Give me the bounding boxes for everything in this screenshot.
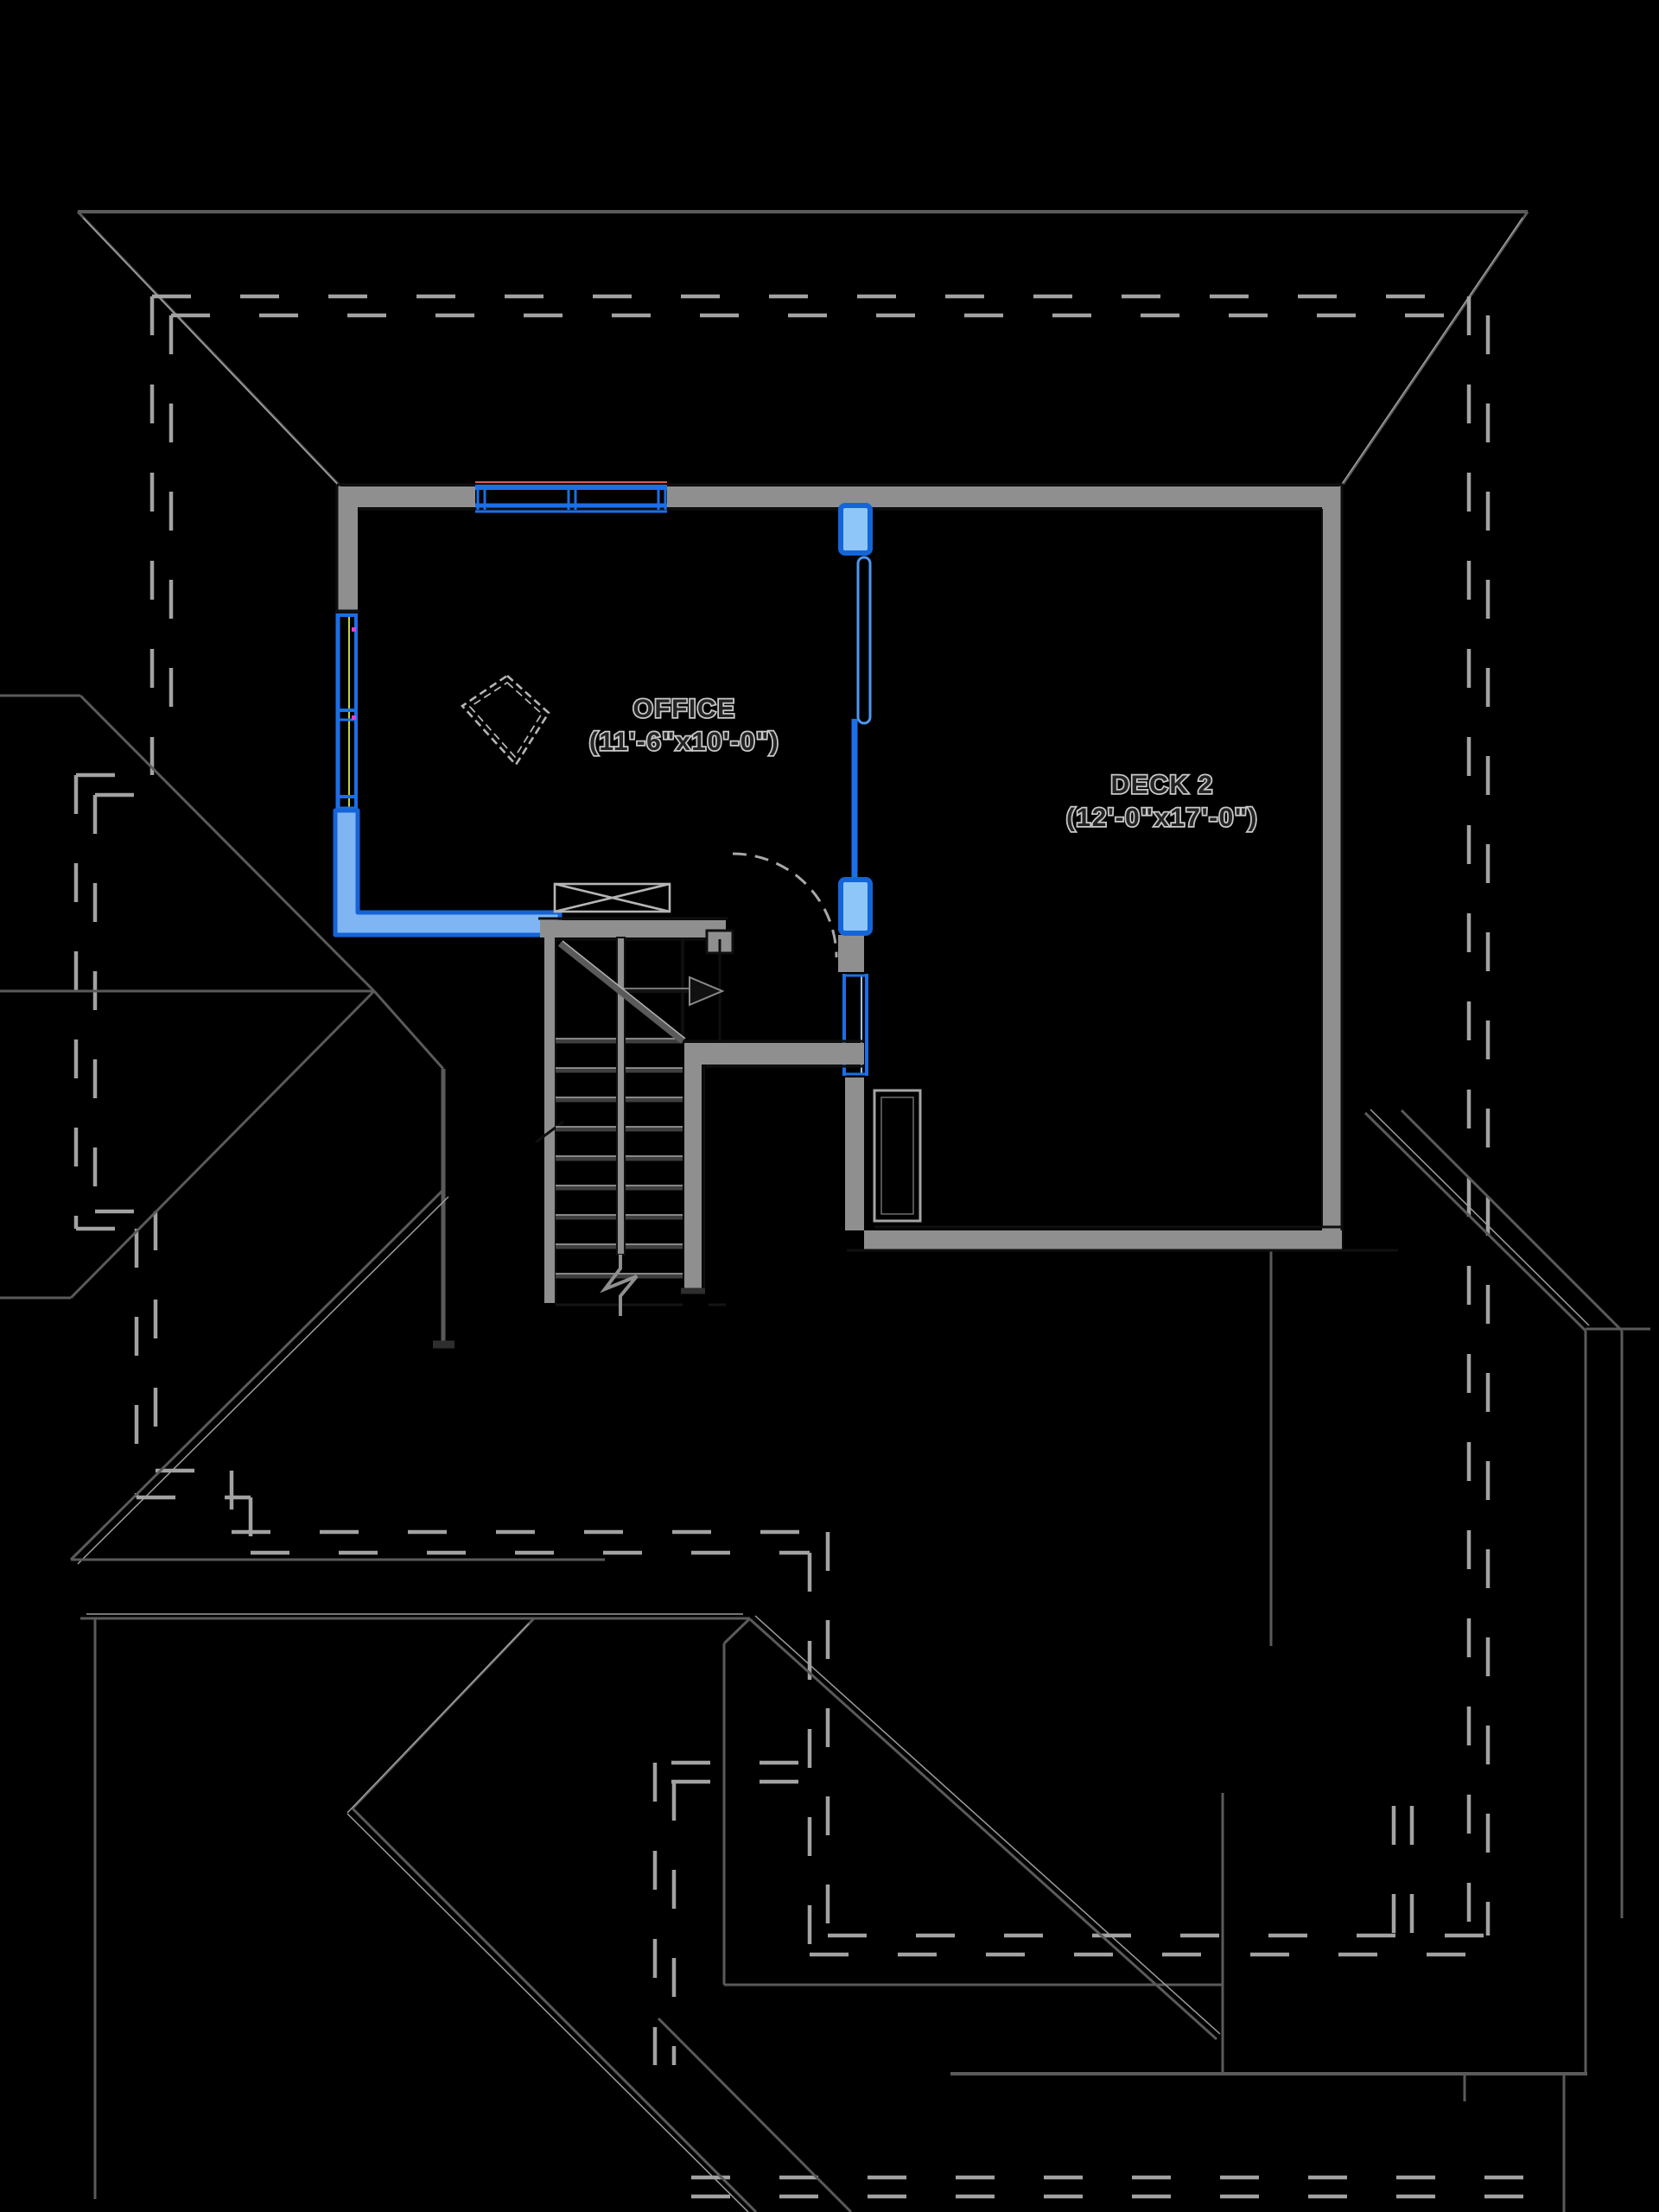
selected-window-left[interactable] xyxy=(335,613,358,812)
wall-break-mark xyxy=(535,1120,564,1144)
selection-handle[interactable] xyxy=(352,627,356,632)
door-leaf-outline[interactable] xyxy=(856,556,872,725)
selected-window-top[interactable] xyxy=(475,481,667,513)
deck-column[interactable] xyxy=(873,1089,922,1223)
room-labels: OFFICE (11'-6"x10'-0") DECK 2 (12'-0"x17… xyxy=(588,693,1258,834)
deck-label: DECK 2 xyxy=(1110,771,1213,799)
selection-handle[interactable] xyxy=(352,715,356,720)
stair-cut-line xyxy=(557,941,685,1044)
deck-bottom-wall[interactable] xyxy=(864,1230,1342,1249)
office-furniture[interactable] xyxy=(461,674,550,767)
stair-direction-arrow xyxy=(624,976,725,1007)
selected-objects[interactable] xyxy=(333,481,873,1076)
deck-right-wall[interactable] xyxy=(1322,486,1342,1251)
selected-wall-corner[interactable] xyxy=(333,808,563,938)
deck-dimensions: (12'-0"x17'-0") xyxy=(1066,804,1258,832)
door-jamb-bottom[interactable] xyxy=(838,877,873,936)
selected-door[interactable] xyxy=(732,503,873,958)
lower-roof-outline[interactable] xyxy=(0,694,1650,2212)
open-below-marker xyxy=(553,882,671,913)
door-swing-arc xyxy=(732,852,838,958)
office-left-wall-upper[interactable] xyxy=(337,486,358,612)
door-jamb-top[interactable] xyxy=(838,503,873,556)
office-dimensions: (11'-6"x10'-0") xyxy=(589,728,779,756)
roof-overhang-dashed-outline[interactable] xyxy=(73,294,1562,2199)
staircase[interactable] xyxy=(535,882,864,1316)
deck-left-wall-lower[interactable] xyxy=(845,1077,864,1230)
upper-roof-outline[interactable] xyxy=(76,210,1529,490)
office-label: OFFICE xyxy=(633,695,736,723)
stair-stringer xyxy=(600,937,639,1316)
stair-cut-line-highlight xyxy=(562,940,686,1039)
room-walls[interactable] xyxy=(335,483,1398,1252)
door-side-wall-block[interactable] xyxy=(838,935,864,972)
